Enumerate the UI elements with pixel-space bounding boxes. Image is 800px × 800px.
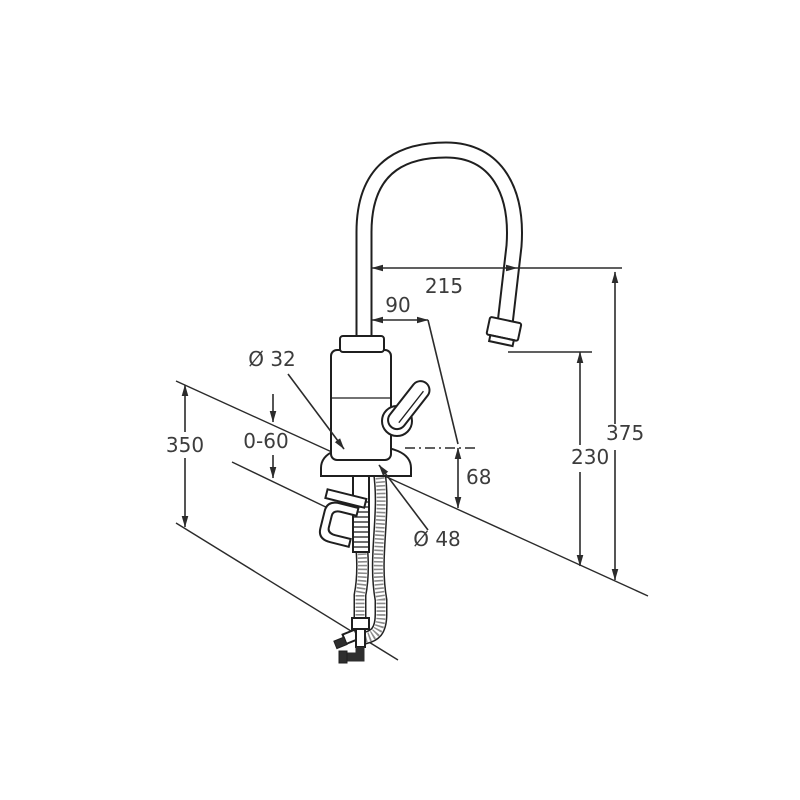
mounting-plate [324, 488, 368, 509]
faucet-body [330, 335, 392, 461]
dim-outlet-height: 230 [508, 351, 609, 567]
dim-spout-offset: 90 [371, 293, 459, 445]
rear-hose-tip [333, 636, 348, 650]
dim-under-counter-length: 350 [166, 384, 204, 528]
dim-body-diameter: Ø 32 [248, 347, 345, 450]
handle-lever [387, 380, 431, 431]
spout-collar [339, 335, 385, 353]
mounting-clamp [318, 501, 360, 549]
dim-deck-thickness: 0-60 [243, 394, 289, 479]
deck-thickness-dim-label: 0-60 [243, 429, 288, 453]
total-height-dim-label: 375 [606, 421, 644, 445]
outlet-clearance-dim-label: 68 [466, 465, 491, 489]
spout-reach-dim-label: 215 [425, 274, 463, 298]
outlet-height-dim-label: 230 [571, 445, 609, 469]
gooseneck-spout [355, 141, 523, 357]
dimension-annotations: 215 90 375 230 68 [166, 264, 644, 581]
dim-base-diameter: Ø 48 [378, 464, 461, 551]
dim-total-height: 375 [606, 271, 644, 581]
counter-plane-line [175, 380, 649, 597]
aerator [487, 334, 516, 348]
clamp-plane-line [231, 461, 335, 512]
elbow-foot [338, 650, 348, 664]
base-diameter-dim-label: Ø 48 [413, 527, 461, 551]
dim-spout-reach: 215 [371, 264, 622, 298]
spout-offset-dim-label: 90 [385, 293, 410, 317]
hose-fittings [333, 617, 370, 664]
hose-rear-braiding [355, 469, 386, 645]
body-diameter-dim-label: Ø 32 [248, 347, 296, 371]
elbow-fitting [346, 647, 365, 662]
dim-outlet-clearance: 68 [405, 447, 491, 509]
spout-outlet [485, 316, 523, 348]
front-hose-nut [351, 617, 370, 630]
front-hose-tube [355, 628, 366, 648]
mounting-hardware [318, 488, 368, 549]
faucet-drawing [318, 141, 523, 664]
lever-handle [381, 380, 431, 437]
under-counter-length-dim-label: 350 [166, 433, 204, 457]
